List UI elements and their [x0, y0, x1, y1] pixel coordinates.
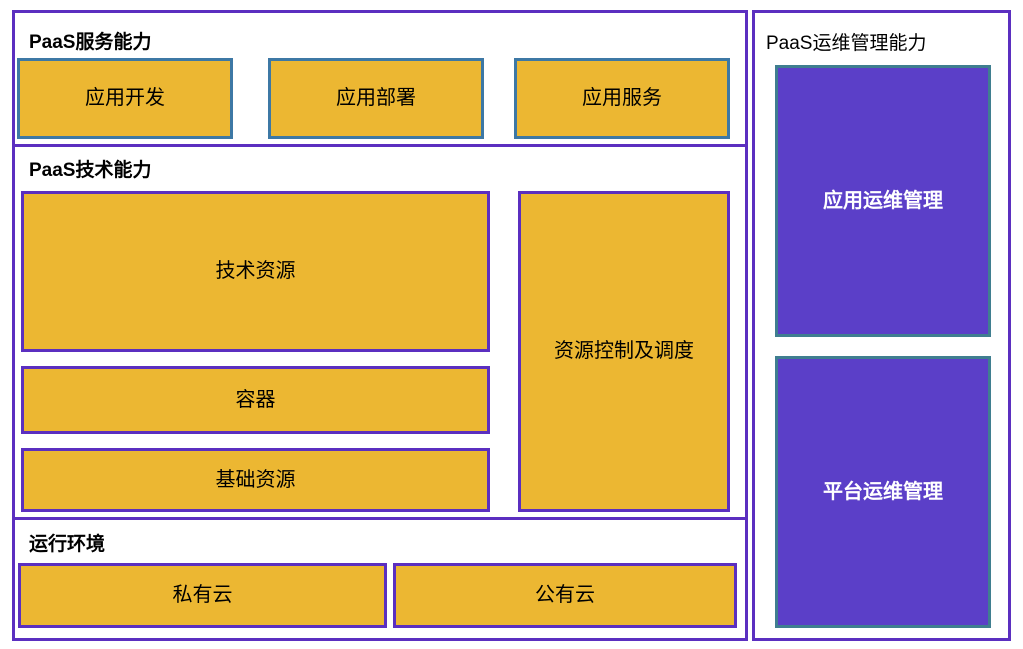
left-panel: PaaS服务能力 应用开发 应用部署 应用服务 PaaS技术能力 技术资源 容器… — [12, 10, 748, 641]
box-infrastructure-resources-label: 基础资源 — [215, 468, 296, 491]
box-application-development[interactable]: 应用开发 — [17, 58, 233, 139]
box-technical-resources-label: 技术资源 — [215, 260, 296, 282]
section-title-paas-operations: PaaS运维管理能力 — [766, 33, 927, 54]
divider-runtime-environment — [15, 517, 745, 520]
box-resource-control-and-scheduling-label: 资源控制及调度 — [554, 340, 694, 362]
box-application-service[interactable]: 应用服务 — [514, 58, 730, 139]
box-public-cloud-label: 公有云 — [535, 584, 595, 606]
box-platform-operations-management-label: 平台运维管理 — [823, 480, 943, 503]
box-container-label: 容器 — [235, 388, 276, 411]
section-title-runtime-environment: 运行环境 — [29, 534, 106, 555]
section-title-paas-service: PaaS服务能力 — [29, 32, 152, 53]
divider-paas-service — [15, 144, 745, 147]
box-application-operations-management-label: 应用运维管理 — [823, 189, 943, 212]
box-private-cloud[interactable]: 私有云 — [18, 563, 387, 628]
box-resource-control-and-scheduling[interactable]: 资源控制及调度 — [518, 191, 730, 512]
box-container[interactable]: 容器 — [21, 366, 490, 434]
right-panel: PaaS运维管理能力 应用运维管理 平台运维管理 — [752, 10, 1011, 641]
box-application-deployment[interactable]: 应用部署 — [268, 58, 484, 139]
box-application-development-label: 应用开发 — [85, 87, 165, 109]
box-application-deployment-label: 应用部署 — [336, 87, 416, 109]
box-infrastructure-resources[interactable]: 基础资源 — [21, 448, 490, 512]
box-application-service-label: 应用服务 — [582, 87, 662, 109]
section-title-paas-technology: PaaS技术能力 — [29, 160, 152, 181]
box-application-operations-management[interactable]: 应用运维管理 — [775, 65, 991, 337]
box-public-cloud[interactable]: 公有云 — [393, 563, 737, 628]
box-platform-operations-management[interactable]: 平台运维管理 — [775, 356, 991, 628]
box-technical-resources[interactable]: 技术资源 — [21, 191, 490, 352]
box-private-cloud-label: 私有云 — [172, 584, 233, 606]
